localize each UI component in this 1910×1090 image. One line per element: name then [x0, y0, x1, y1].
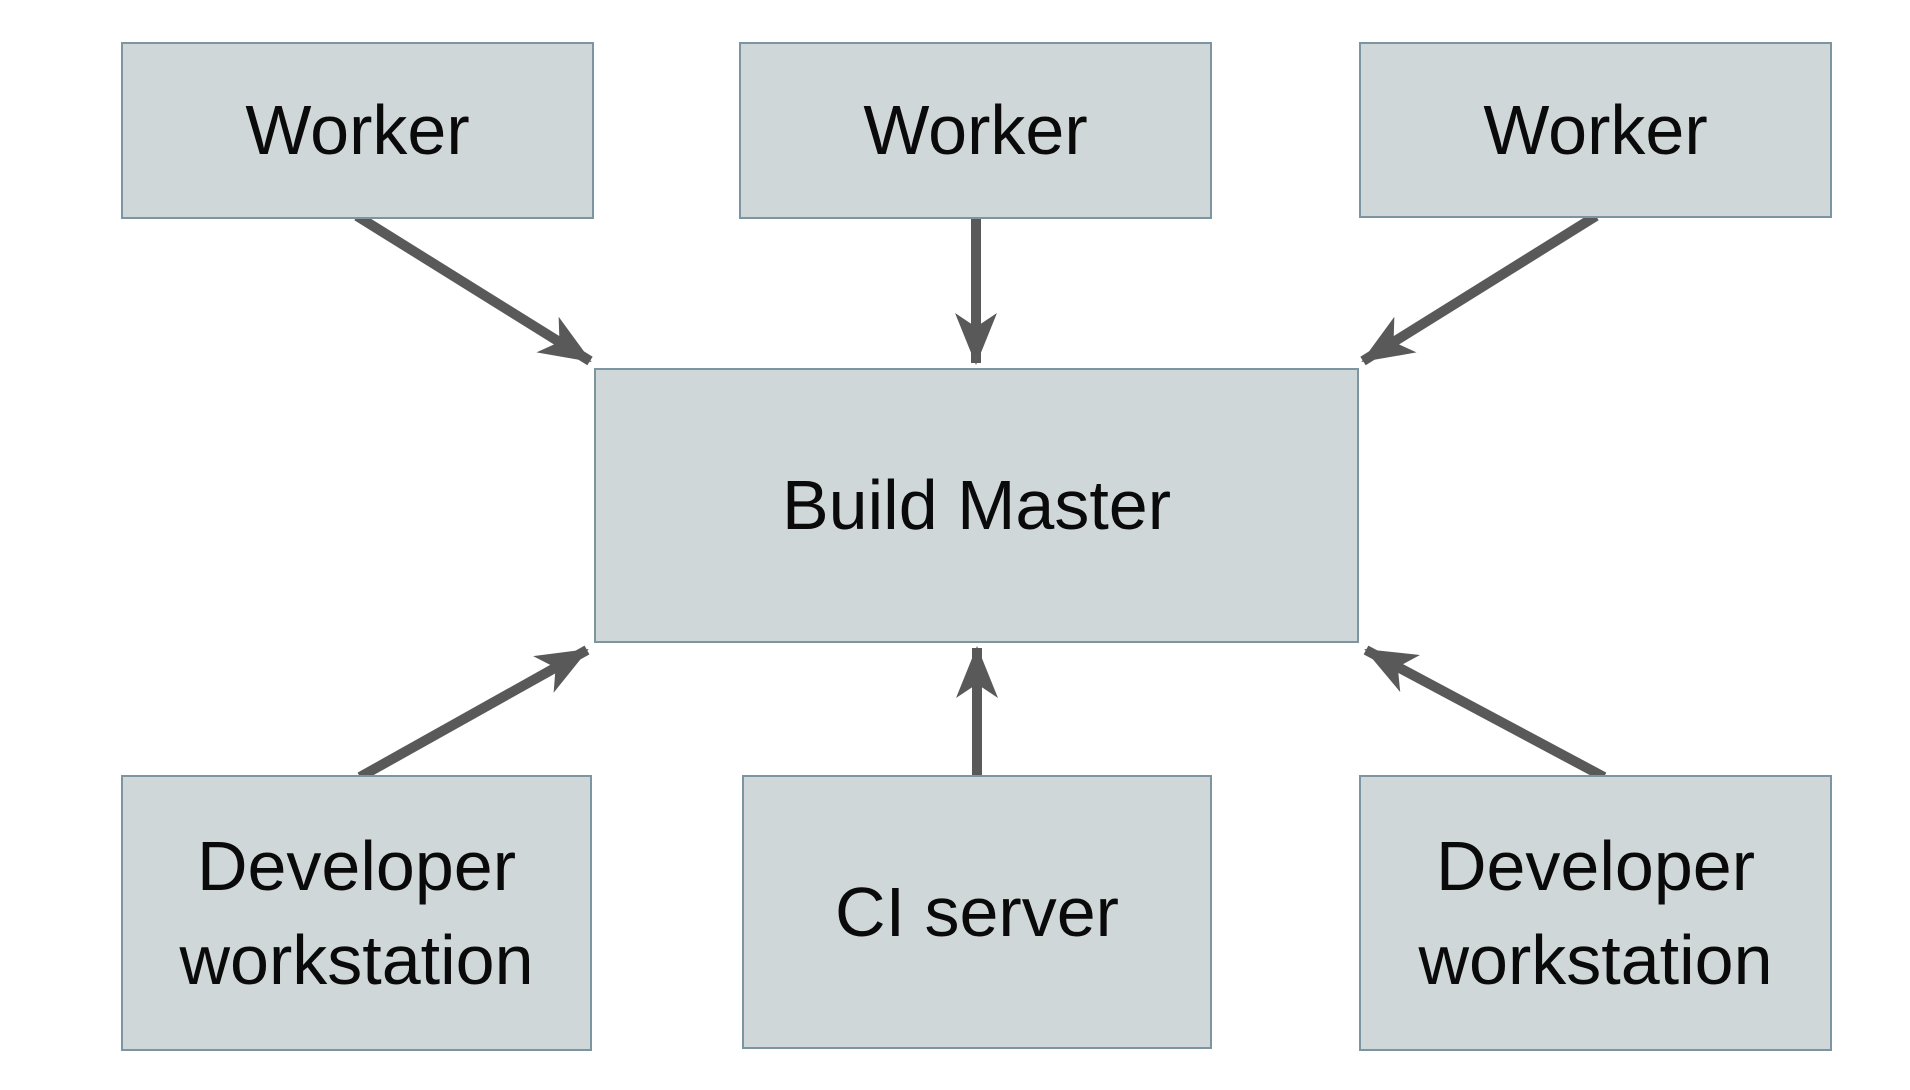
node-label: Build Master [781, 466, 1172, 545]
node-developer-workstation-1: Developer workstation [121, 775, 592, 1051]
node-label: Developer workstation [1418, 826, 1773, 1000]
arrow-developer-workstation-1-to-build-master [357, 645, 590, 782]
node-label: Developer workstation [179, 826, 534, 1000]
arrow-developer-workstation-2-to-build-master [1363, 645, 1607, 782]
node-label: Worker [1483, 90, 1708, 169]
node-worker-3: Worker [1359, 42, 1832, 218]
node-build-master: Build Master [594, 368, 1359, 643]
node-ci-server: CI server [742, 775, 1212, 1049]
node-label: Worker [245, 91, 470, 170]
node-worker-1: Worker [121, 42, 594, 219]
arrow-worker-1-to-build-master [354, 211, 593, 366]
node-developer-workstation-2: Developer workstation [1359, 775, 1832, 1051]
node-worker-2: Worker [739, 42, 1212, 219]
node-label: Worker [863, 91, 1088, 170]
node-label: CI server [835, 872, 1119, 951]
arrow-worker-3-to-build-master [1360, 211, 1599, 366]
